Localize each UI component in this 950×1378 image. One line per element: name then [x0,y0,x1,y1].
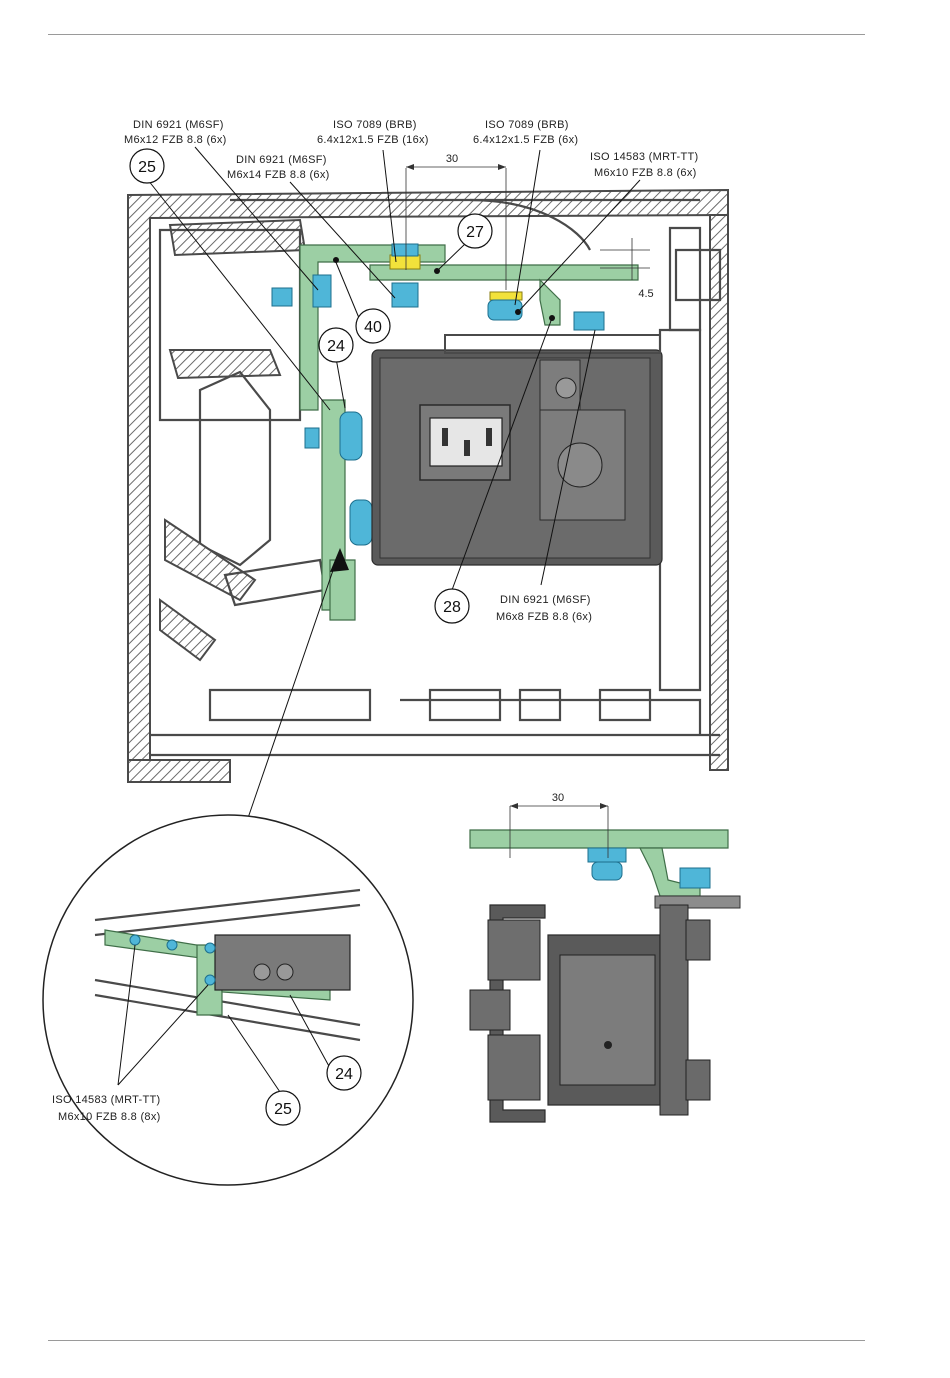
callout-28: 28 [443,599,461,616]
callout-27: 27 [466,224,484,241]
label-iso14583-bottom-spec: M6x10 FZB 8.8 (8x) [58,1111,161,1123]
callout-24-top: 24 [327,338,345,355]
label-m6x8: M6x8 FZB 8.8 (6x) [496,611,592,623]
label-iso7089-a-spec: 6.4x12x1.5 FZB (16x) [317,134,429,146]
label-iso7089-a: ISO 7089 (BRB) [333,119,417,131]
label-din6921-low: DIN 6921 (M6SF) [500,594,591,606]
detail-circle [43,815,413,1185]
callout-25-top: 25 [138,159,156,176]
callout-24-detail: 24 [335,1066,353,1083]
label-iso7089-b-spec: 6.4x12x1.5 FZB (6x) [473,134,578,146]
label-m6x12: M6x12 FZB 8.8 (6x) [124,134,227,146]
label-iso7089-b: ISO 7089 (BRB) [485,119,569,131]
dimension-side-width: 30 [552,792,564,804]
label-din6921-mid: DIN 6921 (M6SF) [236,154,327,166]
label-iso14583-bottom: ISO 14583 (MRT-TT) [52,1094,161,1106]
label-m6x14: M6x14 FZB 8.8 (6x) [227,169,330,181]
callout-40: 40 [364,319,382,336]
label-iso14583-top-spec: M6x10 FZB 8.8 (6x) [594,167,697,179]
power-unit [372,335,662,565]
callout-25-detail: 25 [274,1101,292,1118]
dimension-top-offset: 4.5 [638,288,653,300]
label-din6921-top: DIN 6921 (M6SF) [133,119,224,131]
dimension-top-width: 30 [446,153,458,165]
side-view [470,803,740,1122]
label-iso14583-top: ISO 14583 (MRT-TT) [590,151,699,163]
